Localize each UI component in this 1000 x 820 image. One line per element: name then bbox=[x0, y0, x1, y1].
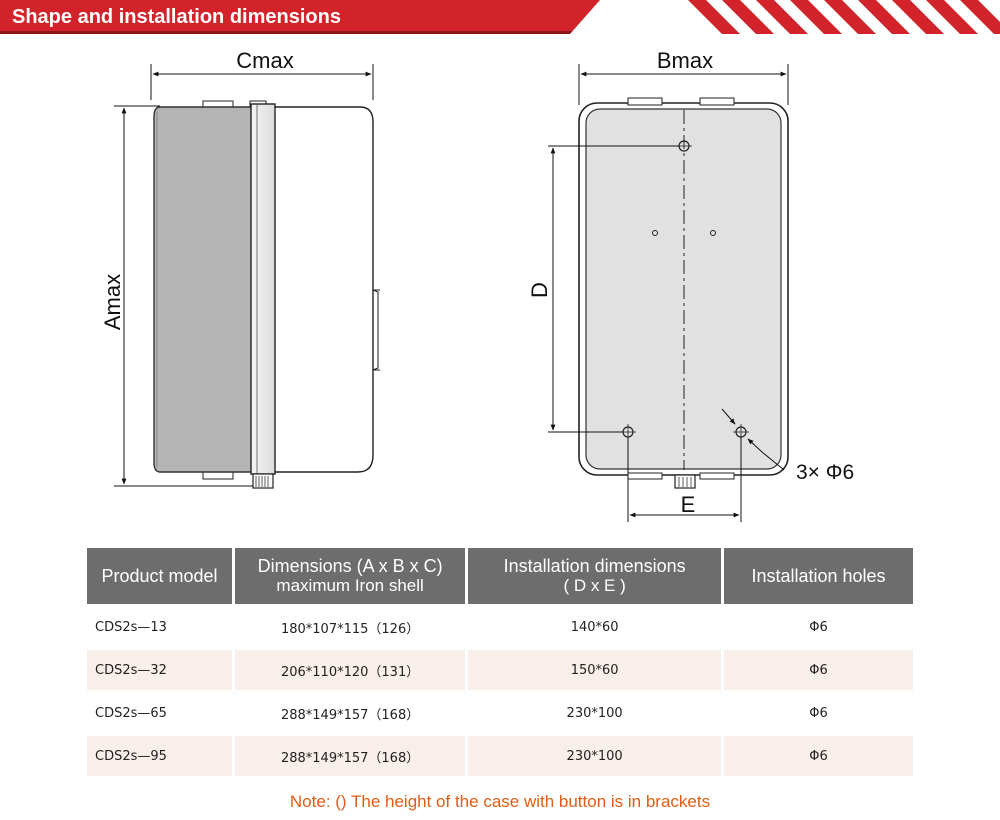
cell-dimensions: 206*110*120（131） bbox=[235, 650, 466, 690]
side-cover-panel bbox=[153, 106, 253, 473]
cell-model: CDS2s—13 bbox=[95, 619, 167, 635]
hole-callout-label: 3× Φ6 bbox=[796, 461, 854, 484]
cmax-label: Cmax bbox=[236, 48, 293, 73]
screw-left bbox=[652, 230, 658, 236]
cell-dimensions: 288*149*157（168） bbox=[235, 736, 466, 776]
cell-dimensions: 288*149*157（168） bbox=[280, 707, 420, 723]
case-body-outline bbox=[264, 106, 374, 473]
header-product-model: Product model bbox=[87, 548, 233, 604]
cell-installation: 230*100 bbox=[566, 705, 623, 721]
table-row: CDS2s—13 180*107*115（126） 140*60 Φ6 bbox=[87, 607, 913, 647]
section-header-banner: Shape and installation dimensions bbox=[0, 0, 1000, 34]
cell-model: CDS2s—95 bbox=[87, 736, 233, 776]
front-button bbox=[674, 474, 696, 489]
side-pillar bbox=[250, 103, 276, 475]
cell-holes: Φ6 bbox=[724, 650, 913, 690]
cell-installation: 230*100 bbox=[468, 736, 722, 776]
cell-dimensions: 180*107*115（126） bbox=[280, 621, 420, 637]
header-installation-dimensions: Installation dimensions ( D x E ) bbox=[468, 548, 722, 604]
cell-model: CDS2s—65 bbox=[95, 705, 167, 721]
d-label: D bbox=[527, 282, 552, 298]
dimension-drawing: Cmax Amax Bmax bbox=[100, 48, 854, 522]
cell-holes: Φ6 bbox=[724, 736, 913, 776]
spec-table: Product model Dimensions (A x B x C) max… bbox=[84, 545, 916, 779]
page-title: Shape and installation dimensions bbox=[12, 6, 341, 28]
header-installation-holes: Installation holes bbox=[724, 548, 913, 604]
cell-model: CDS2s—32 bbox=[87, 650, 233, 690]
cell-holes: Φ6 bbox=[809, 619, 828, 635]
cell-installation: 140*60 bbox=[570, 619, 619, 635]
banner-background bbox=[0, 0, 1000, 34]
header-dimensions: Dimensions (A x B x C) maximum Iron shel… bbox=[235, 548, 466, 604]
cell-holes: Φ6 bbox=[809, 705, 828, 721]
amax-label: Amax bbox=[100, 274, 125, 330]
table-row: CDS2s—65 288*149*157（168） 230*100 Φ6 bbox=[87, 693, 913, 733]
table-header-row: Product model Dimensions (A x B x C) max… bbox=[87, 548, 913, 604]
e-label: E bbox=[681, 492, 696, 517]
screw-right bbox=[710, 230, 716, 236]
footnote: Note: () The height of the case with but… bbox=[289, 792, 711, 811]
hole-callout-leader bbox=[761, 451, 785, 471]
side-view: Cmax Amax bbox=[100, 48, 380, 489]
table-row: CDS2s—95 288*149*157（168） 230*100 Φ6 bbox=[87, 736, 913, 776]
banner-stripes bbox=[688, 0, 1000, 34]
cell-installation: 150*60 bbox=[468, 650, 722, 690]
bmax-label: Bmax bbox=[657, 48, 713, 73]
front-view: Bmax bbox=[527, 48, 854, 522]
table-row: CDS2s—32 206*110*120（131） 150*60 Φ6 bbox=[87, 650, 913, 690]
